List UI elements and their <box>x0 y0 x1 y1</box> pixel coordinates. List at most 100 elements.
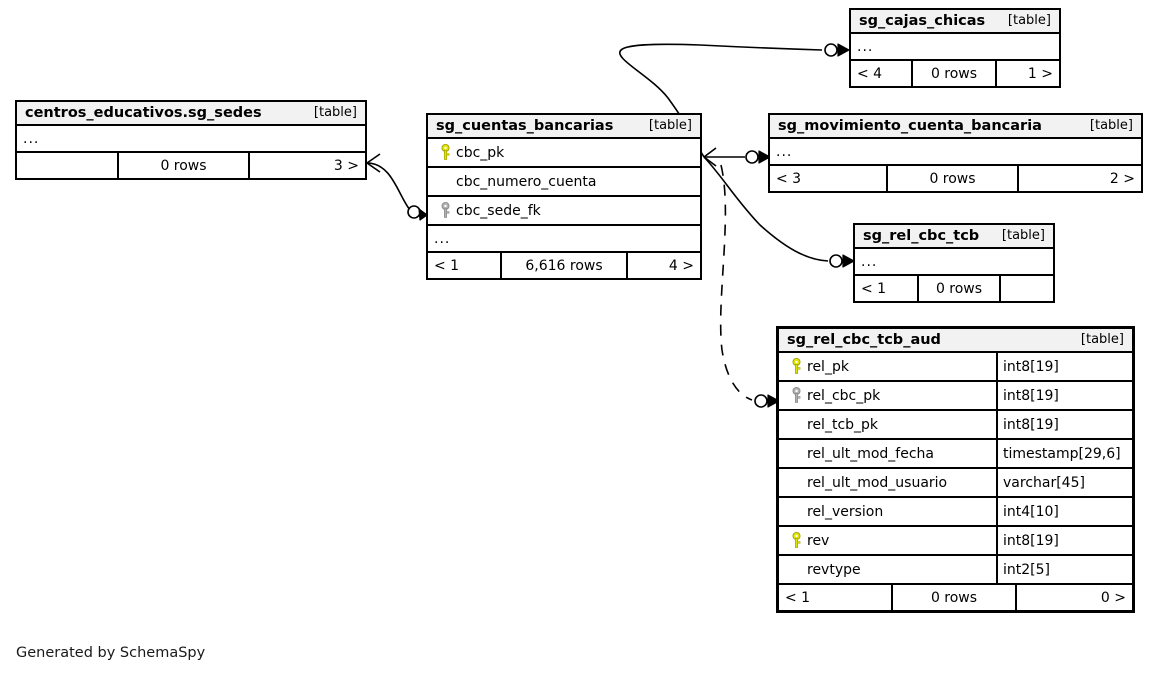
table-title: sg_movimiento_cuenta_bancaria <box>778 117 1042 134</box>
table-title: sg_rel_cbc_tcb_aud <box>787 331 941 348</box>
column-type: int8[19] <box>1003 416 1059 433</box>
table-title: sg_cajas_chicas <box>859 12 986 29</box>
table-column-row[interactable]: revtype int2[5] <box>779 556 1132 585</box>
footer-next-count[interactable]: 2 > <box>1109 170 1135 187</box>
column-name-cell: cbc_pk <box>428 139 700 166</box>
foreign-key-icon <box>785 387 807 404</box>
table-footer: < 1 0 rows 0 > <box>779 585 1132 610</box>
edge-cuentas-to-rel-cbc-tcb-aud-dashed <box>719 164 780 408</box>
column-name-cell: rev <box>779 527 996 554</box>
column-type-cell: int8[19] <box>996 411 1132 438</box>
table-node-sg-cajas-chicas[interactable]: sg_cajas_chicas [table] ... < 4 0 rows 1… <box>849 8 1061 88</box>
footer-next-count[interactable]: 0 > <box>1100 589 1126 606</box>
column-type-cell: varchar[45] <box>996 469 1132 496</box>
table-column-row[interactable]: rel_ult_mod_fecha timestamp[29,6] <box>779 440 1132 469</box>
primary-key-icon <box>434 144 456 161</box>
column-type-cell: int2[5] <box>996 556 1132 583</box>
table-footer: 0 rows 3 > <box>17 153 365 178</box>
column-type-cell: int8[19] <box>996 353 1132 380</box>
footer-prev-count[interactable]: < 3 <box>776 170 802 187</box>
column-name: rel_cbc_pk <box>807 387 881 404</box>
column-name: rev <box>807 532 830 549</box>
generator-credit: Generated by SchemaSpy <box>16 645 206 661</box>
column-name-cell: rel_ult_mod_fecha <box>779 440 996 467</box>
footer-row-count: 0 rows <box>891 585 1017 610</box>
table-footer: < 3 0 rows 2 > <box>770 166 1141 191</box>
column-type-cell: int8[19] <box>996 527 1132 554</box>
table-kind-label: [table] <box>1007 13 1051 28</box>
foreign-key-icon <box>434 202 456 219</box>
column-type: int8[19] <box>1003 358 1059 375</box>
table-column-row[interactable]: rel_version int4[10] <box>779 498 1132 527</box>
table-column-row[interactable]: rev int8[19] <box>779 527 1132 556</box>
table-header: sg_rel_cbc_tcb [table] <box>855 225 1053 249</box>
table-header: sg_movimiento_cuenta_bancaria [table] <box>770 115 1141 139</box>
column-name: rel_ult_mod_usuario <box>807 474 948 491</box>
table-ellipsis-row: ... <box>17 126 365 153</box>
table-node-sg-cuentas-bancarias[interactable]: sg_cuentas_bancarias [table] cbc_pk <box>426 113 702 280</box>
table-ellipsis-row: ... <box>428 226 700 253</box>
column-type-cell: int8[19] <box>996 382 1132 409</box>
table-ellipsis-row: ... <box>770 139 1141 166</box>
table-column-row[interactable]: rel_pk int8[19] <box>779 353 1132 382</box>
column-name-cell: cbc_sede_fk <box>428 197 700 224</box>
table-column-row[interactable]: cbc_numero_cuenta <box>428 168 700 197</box>
table-header: centros_educativos.sg_sedes [table] <box>17 102 365 126</box>
table-node-sg-movimiento-cuenta-bancaria[interactable]: sg_movimiento_cuenta_bancaria [table] ..… <box>768 113 1143 193</box>
column-name-cell: cbc_numero_cuenta <box>428 168 700 195</box>
footer-row-count: 0 rows <box>917 276 1001 301</box>
footer-next-count[interactable]: 4 > <box>668 257 694 274</box>
table-node-sg-rel-cbc-tcb[interactable]: sg_rel_cbc_tcb [table] ... < 1 0 rows <box>853 223 1055 303</box>
footer-prev-count[interactable] <box>17 153 117 178</box>
column-name: revtype <box>807 561 861 578</box>
table-footer: < 4 0 rows 1 > <box>851 61 1059 86</box>
column-name: rel_pk <box>807 358 849 375</box>
column-type-cell: timestamp[29,6] <box>996 440 1132 467</box>
column-type: varchar[45] <box>1003 474 1085 491</box>
footer-next-count[interactable]: 3 > <box>333 157 359 174</box>
table-kind-label: [table] <box>648 118 692 133</box>
column-name: cbc_pk <box>456 144 505 161</box>
column-name-cell: rel_version <box>779 498 996 525</box>
table-footer: < 1 0 rows <box>855 276 1053 301</box>
primary-key-icon <box>785 532 807 549</box>
footer-row-count: 0 rows <box>886 166 1019 191</box>
column-type: int8[19] <box>1003 387 1059 404</box>
column-type: int8[19] <box>1003 532 1059 549</box>
footer-row-count: 0 rows <box>117 153 250 178</box>
table-column-row[interactable]: rel_ult_mod_usuario varchar[45] <box>779 469 1132 498</box>
column-name-cell: rel_cbc_pk <box>779 382 996 409</box>
column-type-cell: int4[10] <box>996 498 1132 525</box>
footer-prev-count[interactable]: < 1 <box>434 257 460 274</box>
table-footer: < 1 6,616 rows 4 > <box>428 253 700 278</box>
footer-prev-count[interactable]: < 4 <box>857 65 883 82</box>
table-column-row[interactable]: rel_tcb_pk int8[19] <box>779 411 1132 440</box>
footer-next-count[interactable]: 1 > <box>1027 65 1053 82</box>
table-ellipsis-row: ... <box>855 249 1053 276</box>
table-column-row[interactable]: cbc_sede_fk <box>428 197 700 226</box>
table-kind-label: [table] <box>1001 228 1045 243</box>
table-kind-label: [table] <box>1080 332 1124 347</box>
footer-next-count[interactable] <box>1001 276 1053 301</box>
column-name: rel_version <box>807 503 884 520</box>
footer-prev-count[interactable]: < 1 <box>785 589 811 606</box>
table-column-row[interactable]: rel_cbc_pk int8[19] <box>779 382 1132 411</box>
table-header: sg_rel_cbc_tcb_aud [table] <box>779 329 1132 353</box>
column-name-cell: rel_ult_mod_usuario <box>779 469 996 496</box>
footer-prev-count[interactable]: < 1 <box>861 280 887 297</box>
table-header: sg_cajas_chicas [table] <box>851 10 1059 34</box>
column-type: int4[10] <box>1003 503 1059 520</box>
table-node-sg-sedes[interactable]: centros_educativos.sg_sedes [table] ... … <box>15 100 367 180</box>
table-title: sg_rel_cbc_tcb <box>863 227 980 244</box>
table-title: sg_cuentas_bancarias <box>436 117 614 134</box>
table-column-row[interactable]: cbc_pk <box>428 139 700 168</box>
footer-row-count: 0 rows <box>911 61 997 86</box>
column-name-cell: rel_pk <box>779 353 996 380</box>
column-name: rel_tcb_pk <box>807 416 879 433</box>
edge-cuentas-to-movimiento <box>704 150 771 164</box>
primary-key-icon <box>785 358 807 375</box>
table-node-sg-rel-cbc-tcb-aud[interactable]: sg_rel_cbc_tcb_aud [table] rel_pk int8[1… <box>776 326 1135 613</box>
table-ellipsis-row: ... <box>851 34 1059 61</box>
column-name: rel_ult_mod_fecha <box>807 445 934 462</box>
